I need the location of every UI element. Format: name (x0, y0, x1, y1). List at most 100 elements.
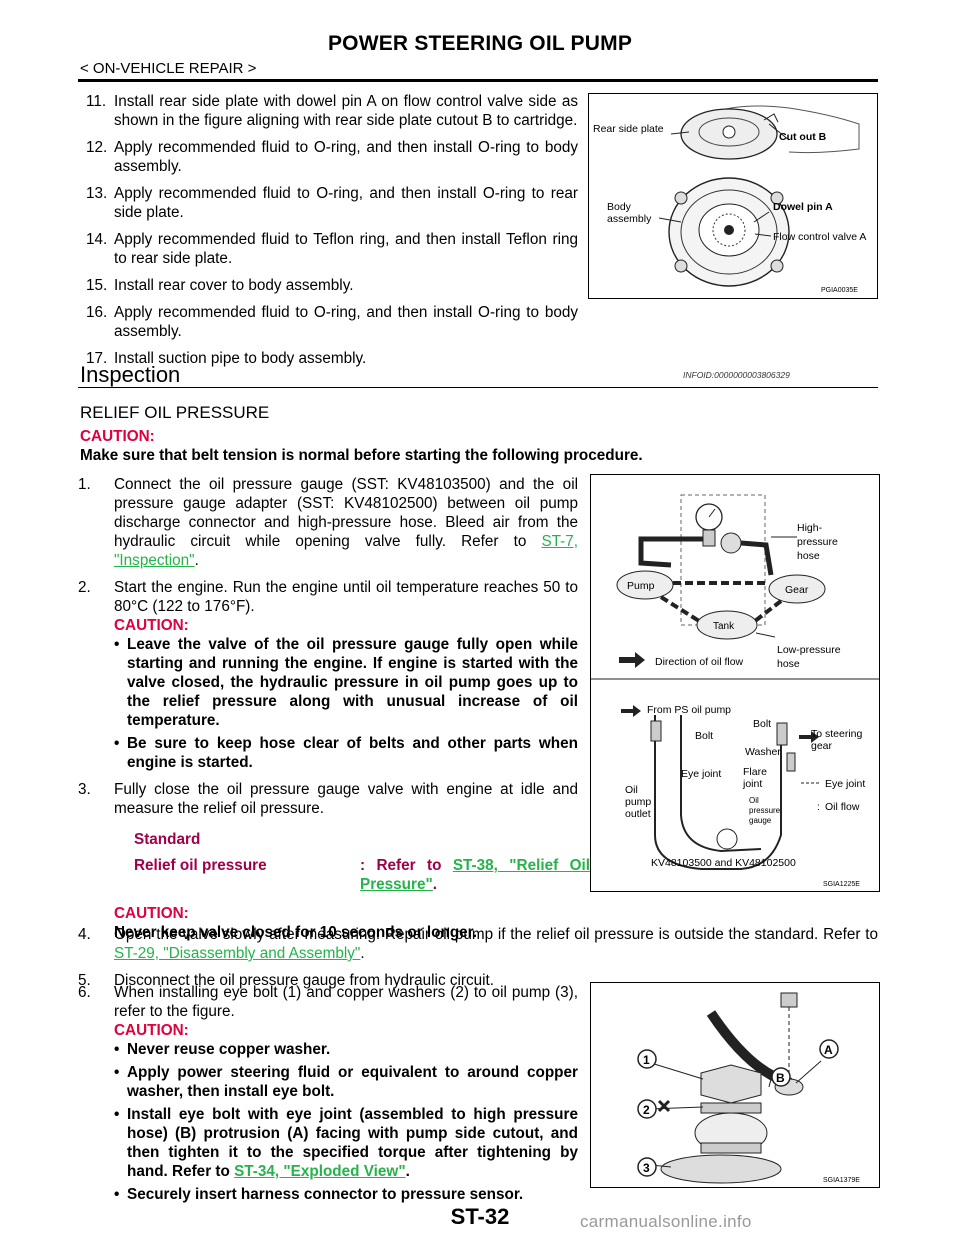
step-5: 5. Disconnect the oil pressure gauge fro… (78, 971, 878, 990)
figure-code: SGIA1379E (823, 1177, 860, 1184)
info-id: INFOID:0000000003806329 (683, 370, 790, 380)
step-text: When installing eye bolt (1) and copper … (114, 984, 578, 1020)
label-direction: Direction of oil flow (655, 656, 744, 668)
step-text: Apply recommended fluid to O-ring, and t… (114, 304, 578, 340)
step-number: 3. (78, 781, 91, 798)
bullet-text: Never reuse copper washer. (127, 1041, 331, 1058)
label-cut-out-b: Cut out B (779, 131, 827, 143)
label-outlet: outlet (625, 808, 651, 820)
bullet-text: Leave the valve of the oil pressure gaug… (127, 636, 578, 729)
step-11: 11. Install rear side plate with dowel pi… (78, 92, 578, 130)
inspection-steps: 1. Connect the oil pressure gauge (SST: … (78, 475, 590, 950)
step-number: 2. (78, 579, 91, 596)
callout-2: 2 (643, 1103, 650, 1117)
label-to-steering: To steering (811, 728, 863, 740)
step-number: 11. (86, 93, 107, 110)
standard-table: Standard Relief oil pressure : Refer to … (114, 830, 590, 894)
step-end: . (194, 552, 199, 569)
caution-bullets: • Leave the valve of the oil pressure gau… (114, 635, 578, 772)
label-hose: hose (797, 550, 820, 562)
belt-caution: CAUTION: Make sure that belt tension is … (80, 427, 643, 465)
bullet-mark: • (114, 1041, 120, 1058)
section-rule (78, 387, 878, 388)
figure-code: SGIA1225E (823, 881, 860, 888)
step-14: 14.Apply recommended fluid to Teflon rin… (78, 230, 578, 268)
step-number: 4. (78, 926, 91, 943)
label-gear-2: gear (811, 740, 833, 752)
callout-1: 1 (643, 1053, 650, 1067)
inspection-steps-6: 6. When installing eye bolt (1) and copp… (78, 983, 578, 1212)
step-number: 5. (78, 972, 91, 989)
header-rule (78, 79, 878, 82)
caution-bullet: •Be sure to keep hose clear of belts and… (114, 734, 578, 772)
step-1: 1. Connect the oil pressure gauge (SST: … (78, 475, 578, 570)
label-kv-tools: KV48103500 and KV48102500 (651, 857, 796, 869)
bullet-end: . (405, 1163, 410, 1180)
label-dowel-pin-a: Dowel pin A (773, 201, 833, 213)
caution-bullet: •Install eye bolt with eye joint (assemb… (114, 1105, 578, 1181)
step-2: 2. Start the engine. Run the engine unti… (78, 578, 578, 772)
figure-code: PGIA0035E (821, 287, 858, 294)
label-oil: Oil (625, 784, 638, 796)
step-text: Disconnect the oil pressure gauge from h… (114, 972, 495, 989)
caution-bullet: •Apply power steering fluid or equivalen… (114, 1063, 578, 1101)
step-text: Start the engine. Run the engine until o… (114, 579, 578, 615)
label-flow-control-valve-a: Flow control valve A (773, 231, 866, 243)
step-text: Connect the oil pressure gauge (SST: KV4… (114, 476, 578, 550)
step-number: 17. (86, 350, 108, 367)
label-oil-flow: Oil flow (825, 801, 860, 813)
caution-bullet: •Securely insert harness connector to pr… (114, 1185, 578, 1204)
step-text: Install rear side plate with dowel pin A… (114, 93, 578, 129)
step-end: . (360, 945, 365, 962)
label-washer: Washer (745, 746, 781, 758)
link-st-38-relief-oil-pressure[interactable]: ST-38, "Relief Oil Pressure" (360, 857, 591, 893)
label-from-ps: From PS oil pump (647, 704, 731, 716)
caution-bullet: • Never reuse copper washer. (114, 1040, 578, 1059)
step-4: 4. Open the valve slowly after measuring… (78, 925, 878, 963)
label-body: Body (607, 201, 632, 213)
label-gear: Gear (785, 584, 809, 596)
caution-text: Never keep valve closed for 10 seconds o… (114, 924, 478, 941)
step-number: 16. (86, 304, 108, 321)
step-text: Apply recommended fluid to O-ring, and t… (114, 139, 578, 175)
step-text: Fully close the oil pressure gauge valve… (114, 781, 578, 817)
figure-eye-bolt: 1 2 3 A B SGIA1379E (590, 982, 880, 1188)
callout-b: B (776, 1071, 785, 1085)
caution-bullet: • Leave the valve of the oil pressure gau… (114, 635, 578, 730)
label-hose2: hose (777, 658, 800, 670)
step-text: Install suction pipe to body assembly. (114, 350, 367, 367)
figure-rear-side-plate: Rear side plate Cut out B Body assembly … (588, 93, 878, 299)
step-text: Apply recommended fluid to Teflon ring, … (114, 231, 578, 267)
label-pump: Pump (627, 580, 655, 592)
step-number: 15. (86, 277, 108, 294)
label-oil-small: Oil (749, 796, 759, 805)
step-number: 6. (78, 984, 91, 1001)
step-number: 12. (86, 139, 108, 156)
bullet-text: Securely insert harness connector to pre… (127, 1186, 524, 1203)
caution-label: CAUTION: (114, 1022, 189, 1039)
inspection-title: Inspection (80, 362, 181, 387)
bullet-text: Install eye bolt with eye joint (assembl… (127, 1106, 578, 1180)
link-st-29-disassembly[interactable]: ST-29, "Disassembly and Assembly" (114, 945, 361, 962)
label-joint: joint (742, 778, 762, 790)
install-steps: 11. Install rear side plate with dowel pi… (78, 92, 578, 376)
label-eye-joint-2: Eye joint (825, 778, 865, 790)
label-low-pressure: Low-pressure (777, 644, 841, 656)
caution-label: CAUTION: (80, 428, 155, 445)
link-st-7-inspection[interactable]: ST-7, "Inspection" (114, 533, 578, 569)
label-assembly: assembly (607, 213, 652, 225)
caution-bullets: • Never reuse copper washer. •Apply power… (114, 1040, 578, 1204)
step-3: 3. Fully close the oil pressure gauge va… (78, 780, 590, 942)
step-text: Open the valve slowly after measuring. R… (114, 926, 878, 943)
label-eye-joint-1: Eye joint (681, 768, 721, 780)
callout-a: A (824, 1043, 833, 1057)
step-number: 13. (86, 185, 108, 202)
inspection-steps-cont: 4. Open the valve slowly after measuring… (78, 925, 878, 998)
label-pressure: pressure (797, 536, 838, 548)
bullet-mark: • (114, 636, 120, 653)
link-st-34-exploded-view[interactable]: ST-34, "Exploded View" (234, 1163, 406, 1180)
label-bolt-1: Bolt (695, 730, 713, 742)
label-pressure-small: pressure (749, 806, 781, 815)
relief-oil-pressure-value: : Refer to ST-38, "Relief Oil Pressure". (360, 856, 590, 894)
label-rear-side-plate: Rear side plate (593, 123, 664, 135)
